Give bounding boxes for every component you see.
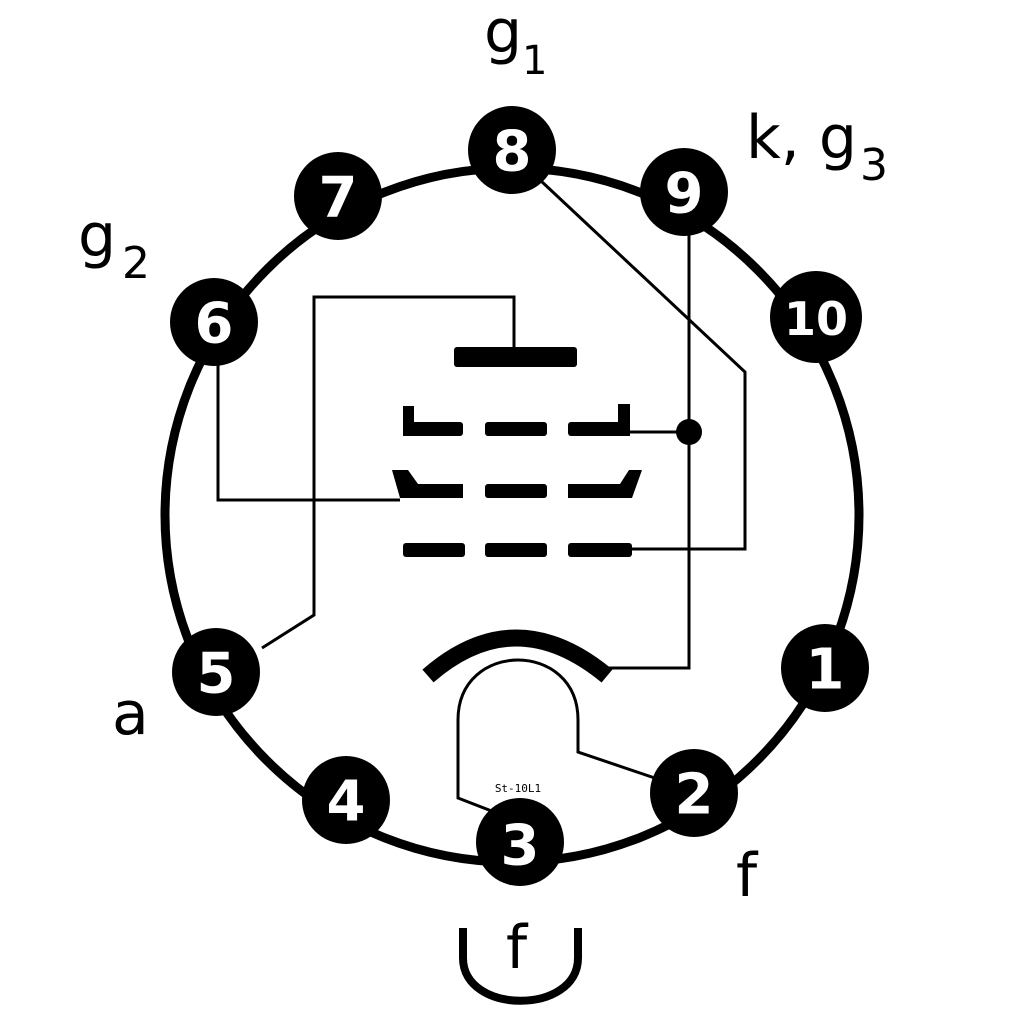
pin-6: 6 bbox=[170, 278, 258, 366]
label-filament-bottom: f bbox=[506, 913, 529, 983]
pin-7: 7 bbox=[294, 152, 382, 240]
pin-4-label: 4 bbox=[327, 770, 366, 835]
pin-9: 9 bbox=[640, 148, 728, 236]
label-g1: g 1 bbox=[484, 0, 547, 84]
pin-8: 8 bbox=[468, 106, 556, 194]
wire-heater-loop bbox=[456, 658, 691, 824]
grid-g2 bbox=[392, 470, 642, 498]
pin-10: 10 bbox=[770, 271, 862, 363]
pin-9-label: 9 bbox=[665, 162, 704, 227]
envelope-circle bbox=[160, 163, 864, 867]
grid-g1 bbox=[403, 543, 632, 557]
label-g2-main: g bbox=[78, 201, 116, 271]
label-kg3-sub: 3 bbox=[860, 140, 888, 191]
cathode-arc bbox=[422, 629, 613, 683]
wire-pin6-g2 bbox=[216, 362, 400, 502]
pin-2-label: 2 bbox=[675, 763, 714, 828]
diagram-code: St-10L1 bbox=[495, 782, 541, 795]
anode-plate bbox=[454, 347, 577, 367]
heater-symbol bbox=[459, 928, 582, 1005]
wire-pin9-cathode bbox=[607, 225, 691, 670]
junction-dot bbox=[676, 419, 702, 445]
internal-wiring bbox=[216, 178, 747, 824]
pin-8-label: 8 bbox=[493, 120, 532, 185]
label-kg3-main: k, g bbox=[746, 103, 857, 173]
pin-3: 3 bbox=[476, 798, 564, 886]
label-kg3: k, g 3 bbox=[746, 103, 888, 191]
pin-4: 4 bbox=[302, 756, 390, 844]
grid-g3 bbox=[403, 404, 630, 436]
pin-7-label: 7 bbox=[319, 166, 358, 231]
pin-1-label: 1 bbox=[806, 638, 845, 703]
label-g2: g 2 bbox=[78, 201, 150, 289]
pin-10-label: 10 bbox=[784, 292, 848, 346]
label-g2-sub: 2 bbox=[122, 238, 150, 289]
label-filament-right: f bbox=[736, 841, 759, 911]
pin-6-label: 6 bbox=[195, 292, 234, 357]
label-g1-sub: 1 bbox=[522, 38, 547, 84]
wire-pin5-anode bbox=[261, 295, 516, 650]
pin-3-label: 3 bbox=[501, 814, 540, 879]
pin-1: 1 bbox=[781, 624, 869, 712]
pin-2: 2 bbox=[650, 749, 738, 837]
pin-5: 5 bbox=[172, 628, 260, 716]
label-anode: a bbox=[112, 679, 149, 749]
label-g1-main: g bbox=[484, 0, 522, 67]
pin-5-label: 5 bbox=[197, 642, 236, 707]
